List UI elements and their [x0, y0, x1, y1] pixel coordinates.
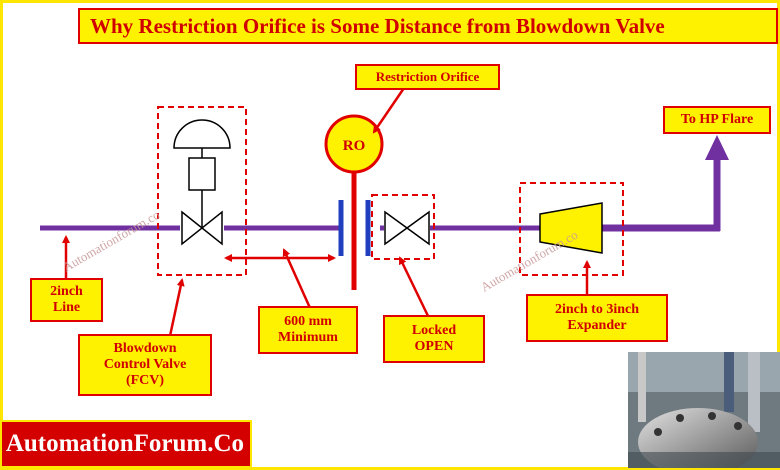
blowdown-valve-icon [157, 106, 247, 276]
ro-symbol-label: RO [343, 138, 366, 154]
expander-label: 2inch to 3inch Expander [526, 294, 668, 342]
expander-icon [519, 182, 624, 276]
blowdown-valve-label: Blowdown Control Valve (FCV) [78, 334, 212, 396]
isolation-valve-icon [371, 194, 435, 260]
distance-label: 600 mm Minimum [258, 306, 358, 354]
line-size-label: 2inch Line [30, 278, 103, 322]
locked-open-text: Locked OPEN [411, 322, 457, 354]
expander-text: 2inch to 3inch Expander [554, 301, 639, 333]
expander-photo [628, 352, 780, 468]
watermark-2: Automationforum.co [478, 227, 580, 295]
line-size-text: 2inch Line [50, 283, 83, 315]
restriction-orifice-plate [324, 114, 384, 290]
locked-open-label: Locked OPEN [383, 315, 485, 363]
restriction-orifice-label: Restriction Orifice [355, 64, 500, 90]
process-pipe [40, 135, 729, 232]
watermark-1: Automationforum.co [60, 207, 162, 275]
pointer-arrows [62, 87, 591, 337]
brand-logo: AutomationForum.Co [0, 420, 252, 468]
blowdown-valve-text: Blowdown Control Valve (FCV) [103, 340, 187, 389]
page-title: Why Restriction Orifice is Some Distance… [78, 8, 778, 44]
distance-text: 600 mm Minimum [278, 313, 338, 345]
to-hp-flare-label: To HP Flare [663, 106, 771, 134]
